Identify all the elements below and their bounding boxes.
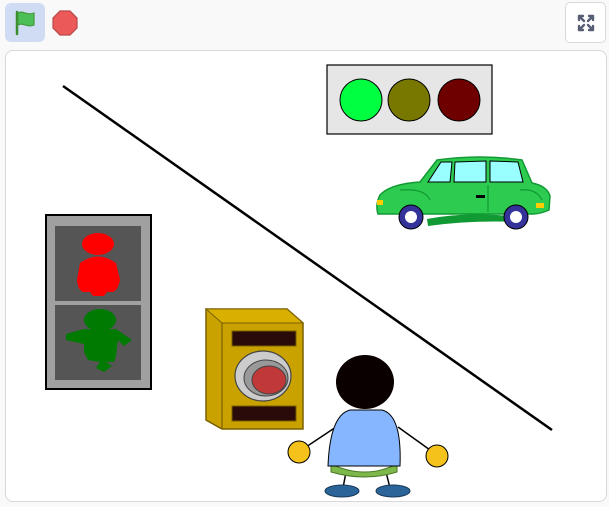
boy-head	[336, 355, 394, 409]
red-man-icon	[77, 233, 120, 296]
car[interactable]	[376, 156, 551, 230]
diagonal-line	[62, 84, 553, 432]
fullscreen-button[interactable]	[565, 2, 606, 43]
green-flag-button[interactable]	[5, 3, 45, 42]
push-button-red[interactable]	[251, 365, 287, 395]
stop-sign-icon	[52, 10, 78, 36]
traffic-light-yellow	[387, 78, 431, 122]
push-button-box[interactable]	[204, 308, 305, 430]
boy-hand-left	[287, 440, 311, 464]
green-man-icon	[66, 309, 132, 372]
traffic-light-green	[339, 78, 383, 122]
boy-hand-right	[425, 444, 449, 468]
stop-button[interactable]	[50, 5, 82, 39]
traffic-light[interactable]	[326, 64, 493, 135]
stage-toolbar	[0, 0, 609, 48]
fullscreen-icon	[577, 14, 595, 32]
traffic-light-red	[437, 78, 481, 122]
pedestrian-signal[interactable]	[45, 214, 152, 390]
green-flag-icon	[15, 10, 35, 36]
stage-canvas[interactable]	[5, 50, 607, 502]
boy[interactable]	[287, 355, 449, 498]
